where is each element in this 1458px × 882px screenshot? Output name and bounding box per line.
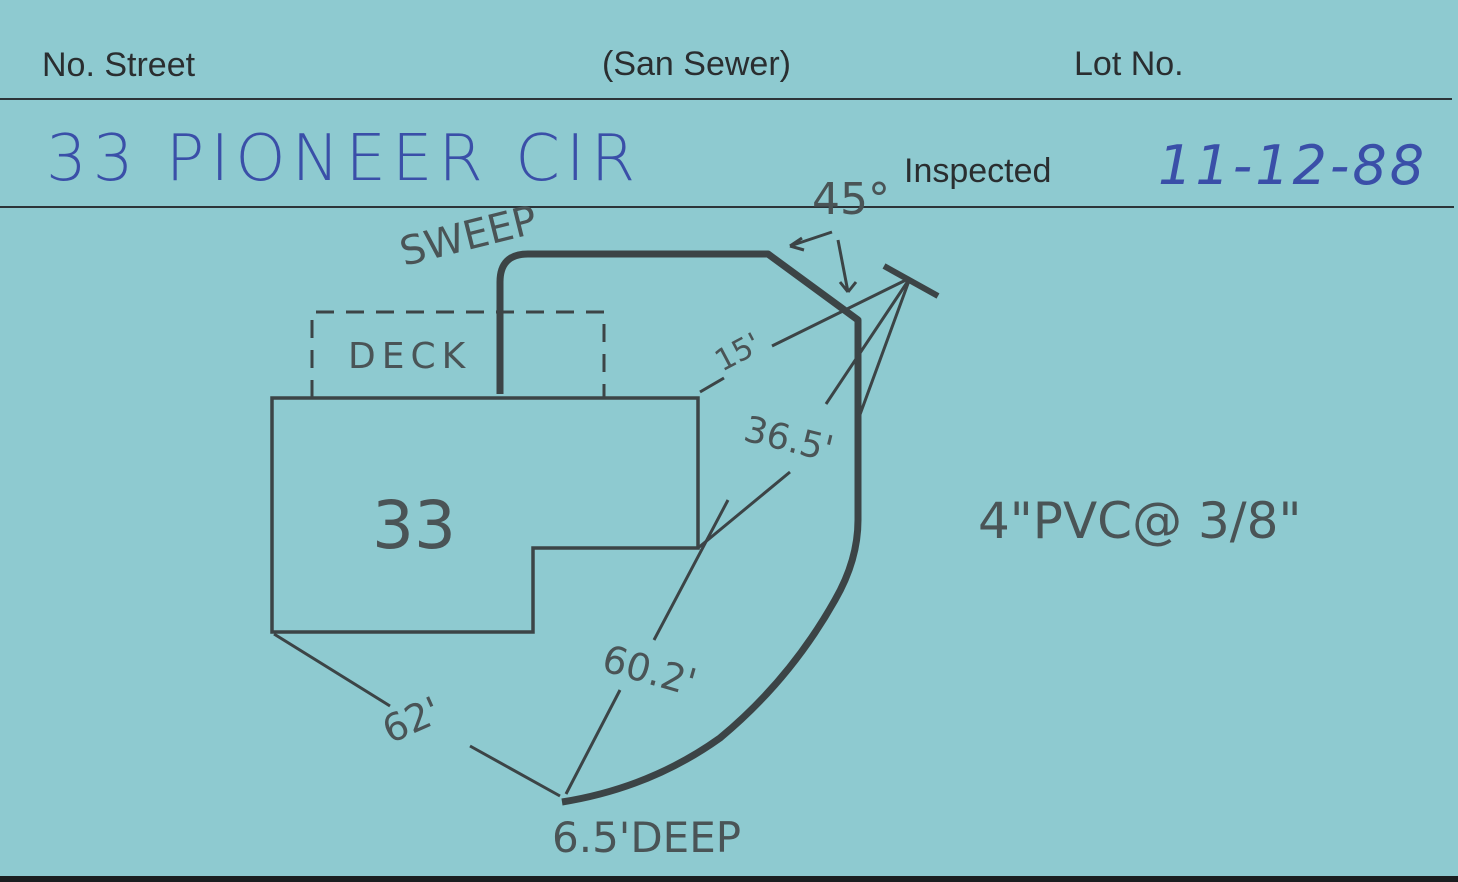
sewer-line — [496, 250, 862, 806]
angle-arrow-2 — [836, 239, 858, 293]
reference-mark — [882, 263, 940, 299]
dim-60-2-label: 60.2' — [598, 636, 702, 704]
inspected-label: Inspected — [904, 152, 1052, 190]
angle-arrow-1 — [789, 230, 833, 252]
service-label: (San Sewer) — [602, 45, 791, 83]
address-entry: 33 PIONEER CIR — [46, 122, 642, 196]
sweep-note: SWEEP — [395, 197, 542, 275]
lot-label: Lot No. — [1074, 45, 1184, 83]
deck-outline — [310, 310, 606, 398]
pipe-note: 4"PVC@ 3/8" — [978, 492, 1301, 550]
inspected-date: 11-12-88 — [1158, 134, 1428, 197]
measure-line-62 — [273, 632, 561, 798]
dim-15-label: 15' — [709, 326, 766, 379]
measure-line-36-5 — [697, 277, 912, 550]
deck-label: DECK — [348, 336, 471, 377]
depth-note: 6.5'DEEP — [552, 813, 741, 862]
measure-line-60-2 — [564, 277, 912, 795]
measure-line-15 — [699, 276, 911, 394]
house-number: 33 — [372, 487, 456, 564]
header-rule-bottom — [0, 206, 1454, 208]
house-outline — [270, 396, 700, 634]
dim-62-label: 62' — [376, 688, 448, 752]
header-rule-top — [0, 98, 1452, 100]
card-bottom-edge — [0, 876, 1458, 882]
dim-36-5-label: 36.5' — [740, 409, 837, 471]
street-label: No. Street — [42, 46, 196, 84]
angle-note: 45° — [812, 174, 890, 225]
